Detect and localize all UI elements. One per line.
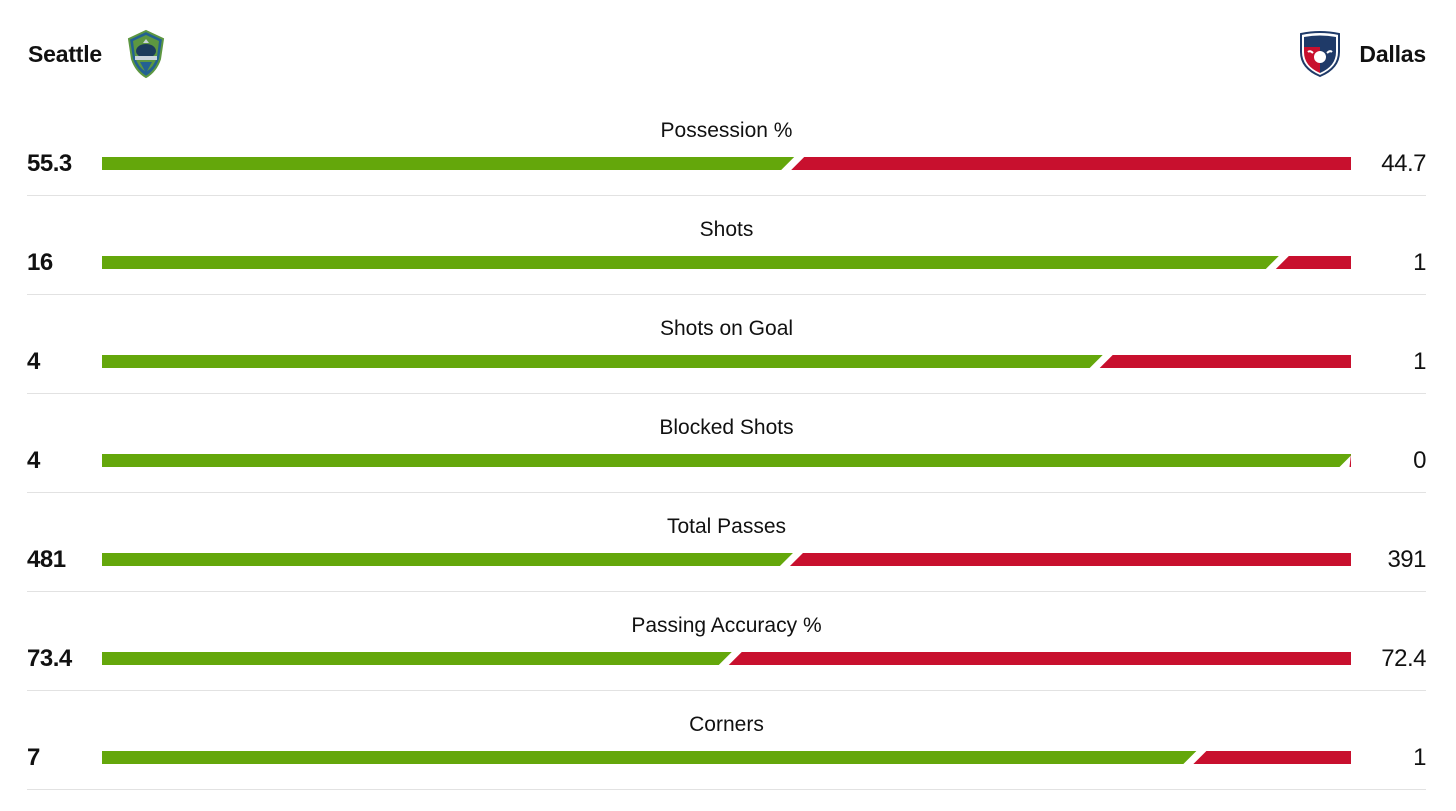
home-stat-value: 7 xyxy=(27,744,40,771)
home-team-name: Seattle xyxy=(28,41,103,67)
stat-bar-svg xyxy=(102,157,1351,170)
stat-label: Possession % xyxy=(660,119,793,142)
stat-label: Passing Accuracy % xyxy=(631,614,822,637)
stat-bar-svg xyxy=(102,751,1351,764)
away-stat-value: 391 xyxy=(1387,546,1426,573)
away-share-segment xyxy=(1193,751,1351,764)
stat-comparison-bar xyxy=(102,454,1351,467)
away-stat-value: 44.7 xyxy=(1381,150,1426,177)
stat-row: Blocked Shots 4 0 xyxy=(27,394,1426,493)
home-stat-value: 73.4 xyxy=(27,645,72,672)
home-share-segment xyxy=(102,157,795,170)
stat-row: Shots on Goal 4 1 xyxy=(27,295,1426,394)
stat-bar-svg xyxy=(102,256,1351,269)
away-share-segment xyxy=(791,157,1351,170)
away-share-segment xyxy=(1349,454,1351,467)
stat-bar-svg xyxy=(102,652,1351,665)
stat-bar-svg xyxy=(102,454,1351,467)
away-share-segment xyxy=(728,652,1351,665)
seattle-sounders-crest-icon xyxy=(127,29,165,79)
stat-label: Corners xyxy=(689,713,764,736)
stat-label: Total Passes xyxy=(666,515,787,538)
stat-bar-svg xyxy=(102,553,1351,566)
away-stat-value: 1 xyxy=(1413,348,1426,375)
stat-label: Shots on Goal xyxy=(659,317,794,340)
stat-comparison-bar xyxy=(102,652,1351,665)
stat-row: Shots 16 1 xyxy=(27,196,1426,295)
stat-comparison-bar xyxy=(102,157,1351,170)
home-share-segment xyxy=(102,652,732,665)
stat-comparison-bar xyxy=(102,751,1351,764)
away-share-segment xyxy=(789,553,1351,566)
away-share-segment xyxy=(1099,355,1351,368)
home-stat-value: 4 xyxy=(27,447,40,474)
away-stat-value: 72.4 xyxy=(1381,645,1426,672)
home-share-segment xyxy=(102,751,1197,764)
stat-label: Shots xyxy=(699,218,754,241)
stat-bar-svg xyxy=(102,355,1351,368)
home-stat-value: 55.3 xyxy=(27,150,72,177)
stat-comparison-bar xyxy=(102,553,1351,566)
away-stat-value: 1 xyxy=(1413,744,1426,771)
stat-row: Total Passes 481 391 xyxy=(27,493,1426,592)
home-share-segment xyxy=(102,553,793,566)
stat-row: Passing Accuracy % 73.4 72.4 xyxy=(27,592,1426,691)
match-header: Seattle Dallas xyxy=(0,0,1456,100)
home-share-segment xyxy=(102,454,1351,467)
home-share-segment xyxy=(102,355,1103,368)
away-team-name: Dallas xyxy=(1359,41,1426,67)
stat-row: Corners 7 1 xyxy=(27,691,1426,790)
home-share-segment xyxy=(102,256,1279,269)
home-stat-value: 481 xyxy=(27,546,66,573)
home-stat-value: 4 xyxy=(27,348,40,375)
stat-comparison-bar xyxy=(102,355,1351,368)
away-stat-value: 0 xyxy=(1413,447,1426,474)
away-stat-value: 1 xyxy=(1413,249,1426,276)
stat-label: Blocked Shots xyxy=(659,416,794,439)
stat-comparison-bar xyxy=(102,256,1351,269)
stat-row: Possession % 55.3 44.7 xyxy=(27,97,1426,196)
home-stat-value: 16 xyxy=(27,249,53,276)
away-share-segment xyxy=(1275,256,1351,269)
fc-dallas-crest-icon xyxy=(1300,31,1340,78)
